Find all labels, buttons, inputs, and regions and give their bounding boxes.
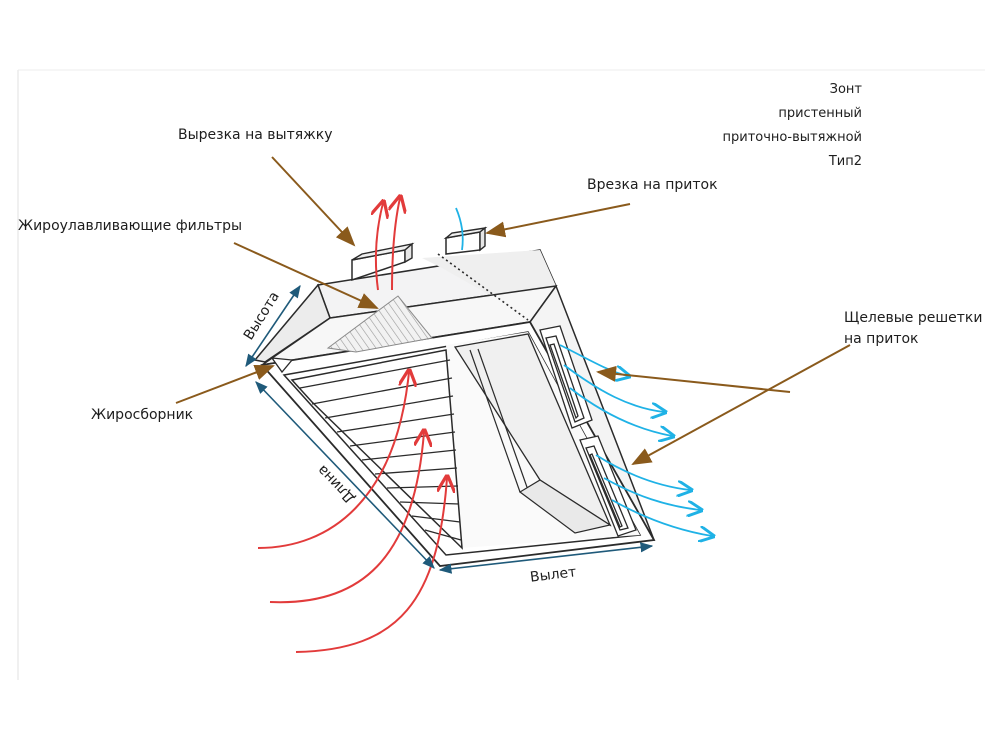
supply-arrow-5: [603, 477, 700, 510]
deflector-line-2: [477, 348, 529, 491]
supply-arrow-6: [611, 499, 712, 536]
leader-slot-grilles-lower: [631, 344, 851, 465]
label-slot-grilles-2: на приток: [844, 331, 919, 347]
exhaust-arrow-up-2: [392, 198, 400, 291]
exhaust-arrow-intake-3: [295, 478, 447, 653]
deflector-line-1: [469, 349, 521, 493]
leader-lines: [175, 156, 851, 465]
exhaust-arrow-up-1: [376, 203, 383, 291]
dimension-lines: [245, 284, 654, 574]
dim-height-line: [245, 284, 301, 368]
supply-inlet-line: [455, 207, 464, 251]
supply-arrow-2: [563, 364, 664, 412]
roof-divider: [437, 253, 529, 321]
deflector-bottom: [518, 479, 612, 534]
supply-arrow-3: [569, 387, 672, 436]
leader-supply-inlet: [485, 203, 631, 238]
leader-grease-collector: [175, 364, 275, 404]
label-grease-collector: Жиросборник: [91, 407, 194, 423]
label-supply-inlet: Врезка на приток: [587, 177, 718, 193]
leader-slot-grilles-upper: [596, 365, 791, 393]
leader-exhaust-cutout: [271, 156, 356, 247]
supply-arrow-4: [595, 454, 690, 490]
title-line-3: приточно-вытяжной: [722, 130, 862, 145]
slot-grille-upper: [539, 325, 593, 429]
label-exhaust-cutout: Вырезка на вытяжку: [178, 127, 333, 143]
slot-grille-lower: [579, 435, 637, 537]
grease-filter-panel: [326, 295, 433, 353]
label-slot-grilles-1: Щелевые решетки: [844, 310, 983, 326]
diagram-title: Зонт пристенный приточно-вытяжной Тип2: [702, 78, 862, 174]
leader-grease-filters: [233, 242, 379, 309]
dim-overhang-line: [438, 542, 654, 574]
title-line-4: Тип2: [828, 154, 862, 169]
label-grease-filters: Жироулавливающие фильтры: [18, 218, 243, 234]
filter-block: [290, 349, 463, 550]
supply-airflow: [455, 207, 712, 536]
title-line-2: пристенный: [778, 106, 862, 121]
dim-length-line: [255, 381, 435, 569]
title-line-1: Зонт: [829, 82, 862, 97]
